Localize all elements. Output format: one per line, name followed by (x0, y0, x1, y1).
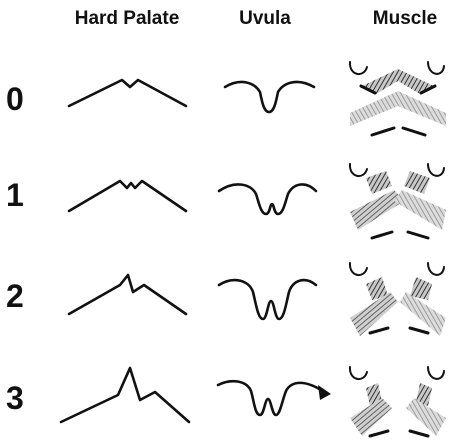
muscle-grade-1-left-upper-band (366, 171, 392, 194)
uvula-grade-3-arrowhead (318, 385, 331, 400)
uvula-grade-2-outline (219, 280, 316, 319)
muscle-grade-2-left-hook (350, 263, 367, 275)
muscle-grade-1-illustration (350, 164, 446, 238)
muscle-grade-3-left-hook (350, 367, 367, 379)
muscle-grade-3-right-bar (410, 431, 428, 436)
muscle-grade-1-left-bar (372, 232, 392, 238)
muscle-grade-1-right-lower-band (394, 190, 446, 230)
muscle-grade-3-right-hook (428, 367, 444, 379)
muscle-grade-1-left-hook (350, 164, 367, 176)
hard-palate-grade-2-outline (69, 275, 186, 314)
muscle-grade-0-illustration (350, 62, 446, 135)
uvula-grade-1-outline (219, 184, 316, 214)
muscle-grade-3-left-bar (370, 431, 388, 436)
muscle-grade-0-right-hook (428, 62, 444, 74)
muscle-grade-0-right-bar (403, 128, 425, 135)
uvula-grade-0-outline (225, 82, 314, 112)
muscle-grade-3-illustration (350, 367, 446, 436)
muscle-grade-1-right-upper-band (404, 171, 430, 194)
muscle-grade-1-right-bar (408, 232, 428, 238)
hard-palate-grade-1-outline (69, 181, 186, 211)
uvula-grade-3-outline (218, 381, 324, 415)
muscle-grade-0-left-bar (372, 128, 394, 135)
muscle-grade-2-left-bar (370, 328, 388, 333)
muscle-grade-1-left-lower-band (350, 190, 404, 230)
muscle-grade-1-right-hook (428, 164, 444, 176)
hard-palate-grade-0-outline (69, 80, 186, 106)
muscle-grade-2-right-bar (410, 328, 428, 333)
muscle-grade-2-right-hook (428, 263, 444, 275)
muscle-grade-0-lower-band (350, 91, 446, 126)
muscle-grade-0-left-hook (350, 62, 367, 74)
muscle-grade-2-right-upper-band (410, 277, 432, 300)
muscle-grade-2-illustration (350, 263, 446, 336)
hard-palate-grade-3-outline (61, 368, 189, 422)
